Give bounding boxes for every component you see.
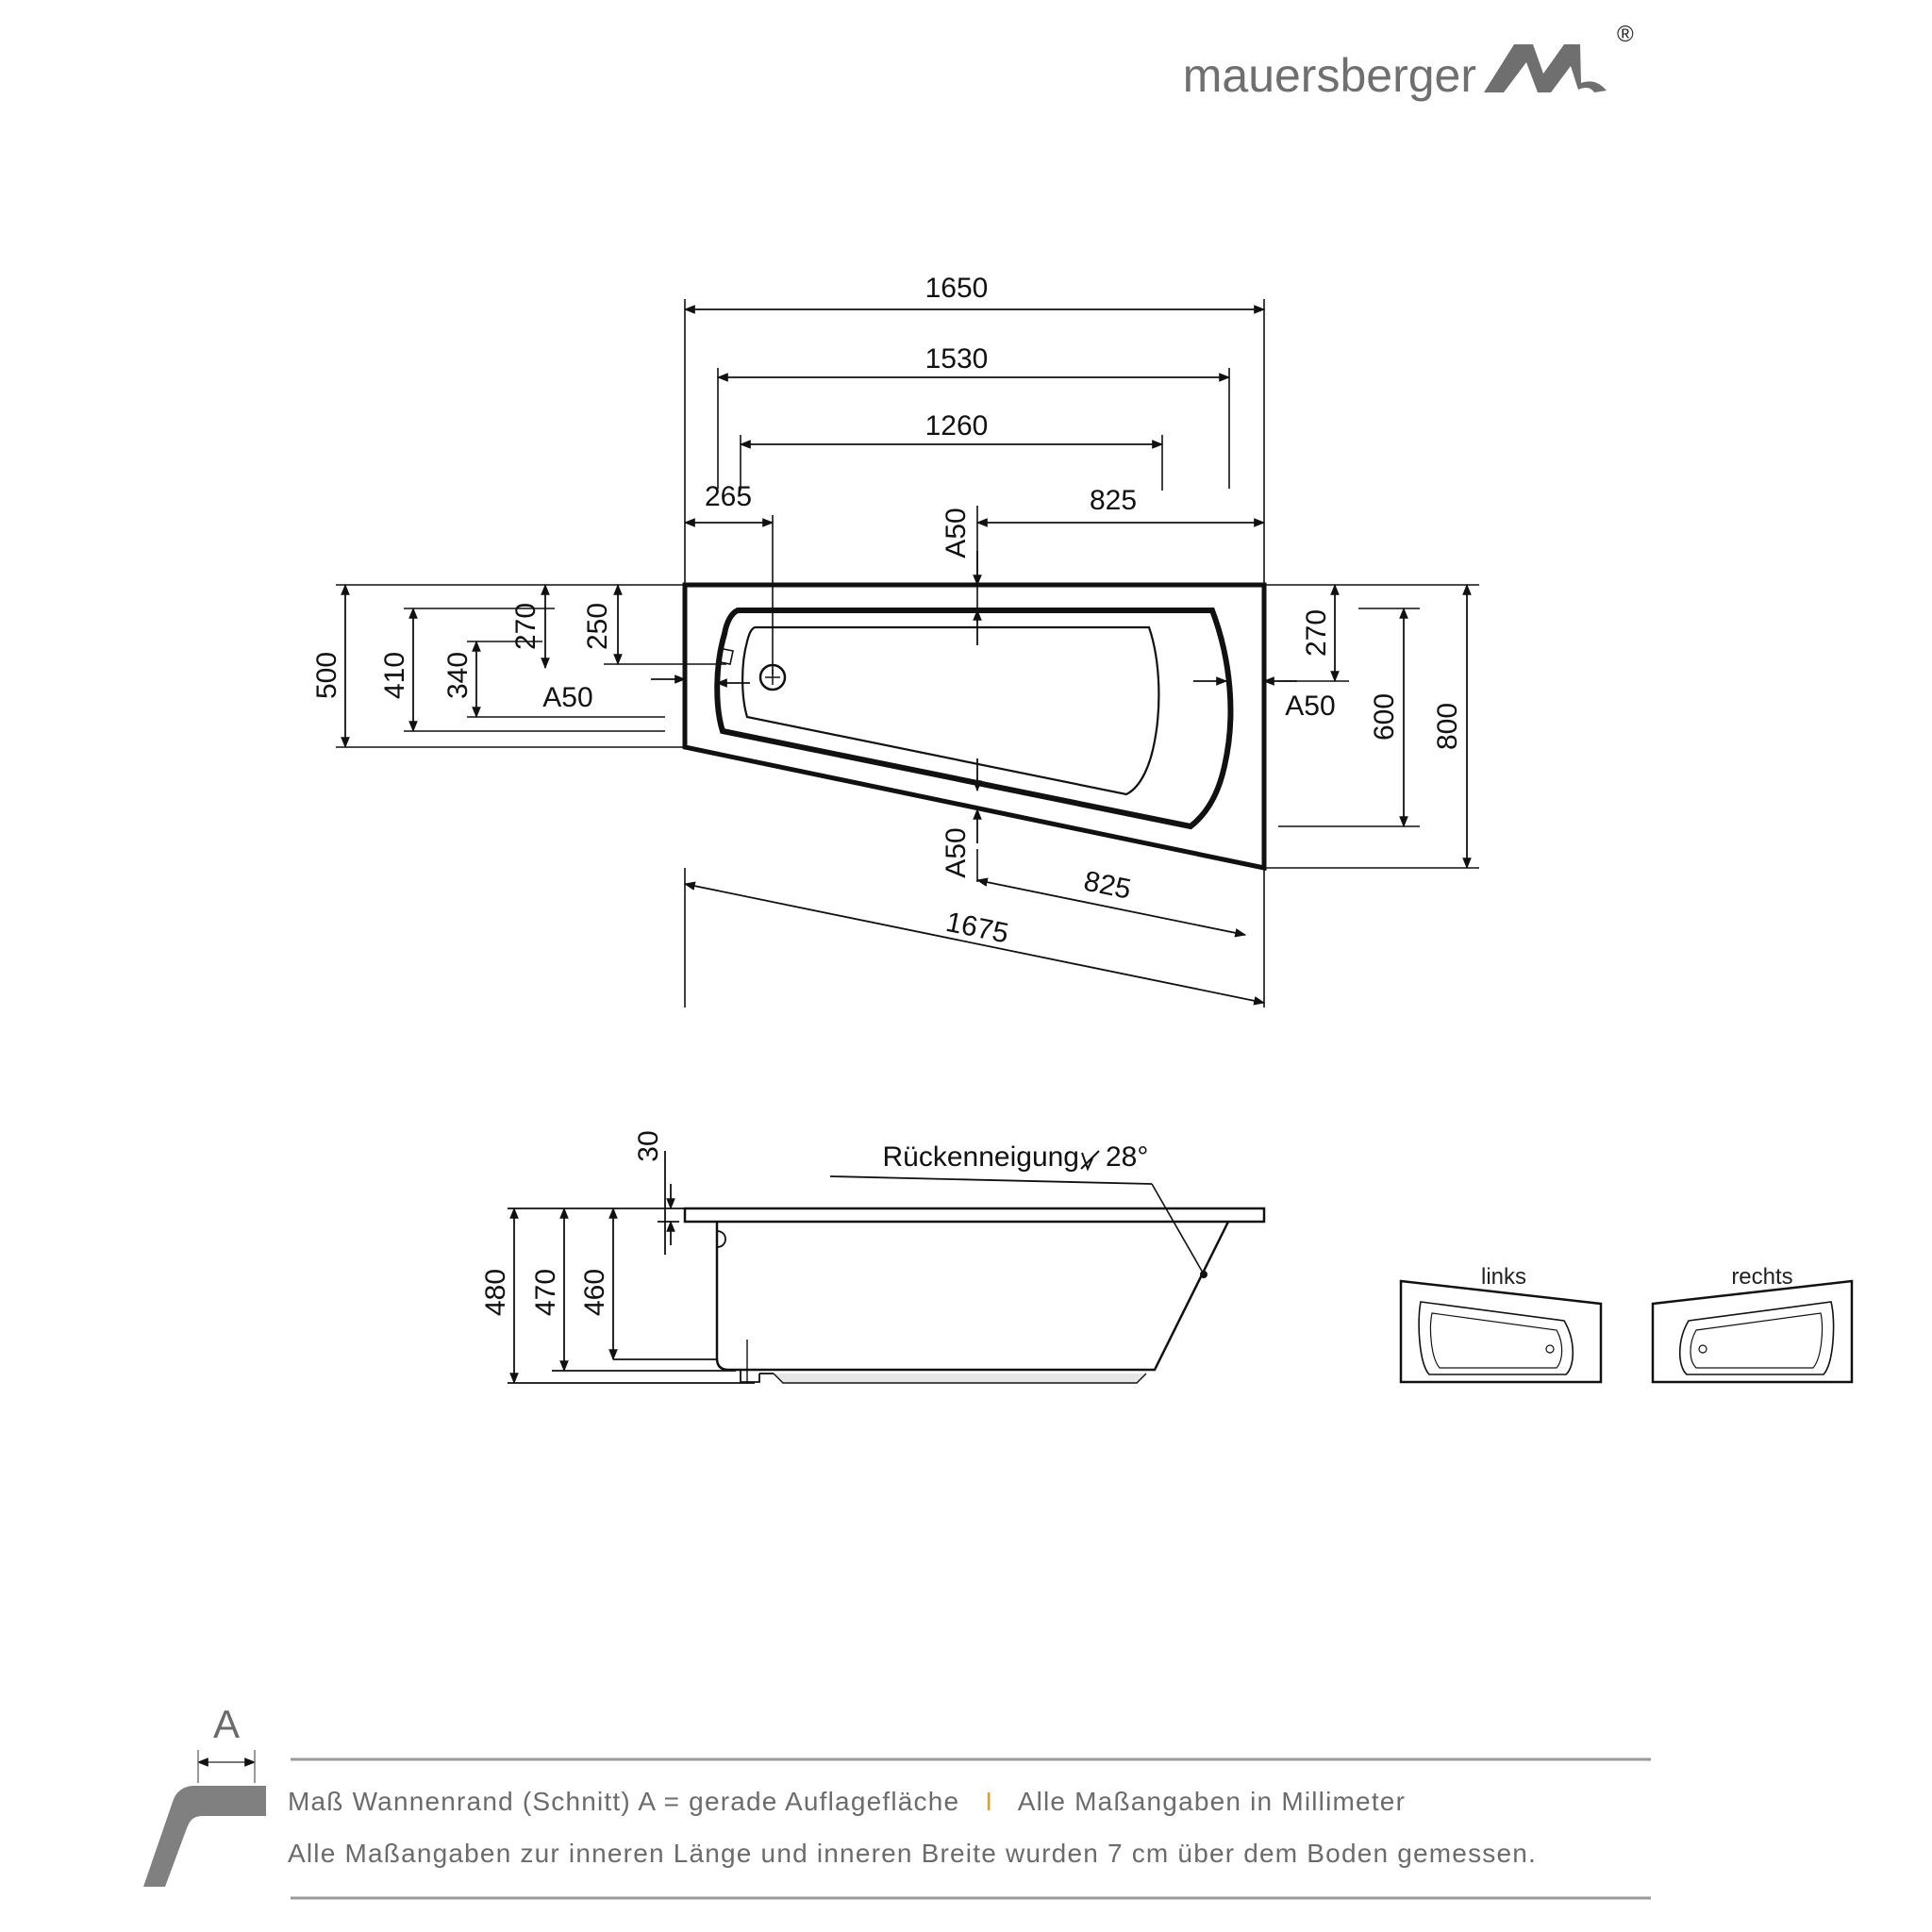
side-rim [683,1207,1266,1224]
a50-top-label: A50 [941,508,972,558]
back-slope-angle: 28° [1106,1141,1148,1173]
brand-m-icon [1484,44,1607,92]
top-view [336,299,1479,1008]
rim-profile-legend: A [143,1702,266,1887]
side-extension-lines [508,1151,1153,1384]
tub-inner-rim [714,608,1234,830]
dim-600-label: 600 [1369,693,1400,741]
side-overflow-bump [716,1230,726,1248]
dim-410-label: 410 [379,652,410,699]
footer-line2: Alle Maßangaben zur inneren Länge und in… [288,1839,1537,1868]
variant-links-outline [1399,1279,1603,1384]
dim-500-label: 500 [311,652,342,699]
drain-icon [758,663,787,691]
dim-470-label: 470 [530,1269,561,1316]
footer-line1-part1: Maß Wannenrand (Schnitt) A = gerade Aufl… [288,1787,959,1816]
side-feet [773,1373,1147,1384]
side-view [508,1150,1266,1385]
dim-460-label: 460 [579,1269,610,1316]
footer-line1-part2: Alle Maßangaben in Millimeter [1018,1787,1406,1816]
a50-left-label: A50 [542,682,592,713]
dim-340-label: 340 [442,652,474,699]
a50-bottom-label: A50 [941,827,972,877]
dim-1675-label: 1675 [943,907,1011,950]
footer-separator: I [985,1787,993,1816]
dim-30-label: 30 [633,1130,664,1161]
legend-a-label: A [213,1702,240,1746]
dim-825-top-label: 825 [1090,485,1137,516]
side-drain-trap [740,1370,760,1383]
tub-outer-rim [682,582,1267,872]
side-body [715,1221,1230,1372]
side-view-labels: 30 480 470 460 Rückenneigung 28° [480,1130,1148,1316]
top-view-labels: 1650 1530 1260 265 825 825 1675 A50 A50 … [311,273,1463,950]
dim-265-label: 265 [705,481,752,512]
angle-icon [1080,1150,1100,1172]
back-slope-label: Rückenneigung [883,1141,1080,1173]
a50-right-label: A50 [1285,691,1335,722]
dim-1530-label: 1530 [925,343,989,375]
variant-links [1399,1279,1603,1384]
brand-logo: mauersberger ® [1183,22,1634,102]
overflow-icon [720,648,734,665]
variant-rechts-label: rechts [1731,1264,1792,1290]
tub-basin [741,625,1160,796]
dim-1675-line [683,881,1266,1006]
slope-leader-line [1151,1183,1204,1274]
dim-800-label: 800 [1432,703,1463,750]
dim-1650-label: 1650 [925,273,989,304]
dim-480-label: 480 [480,1269,511,1316]
dim-270-left-label: 270 [510,603,541,650]
dim-825-bottom-label: 825 [1081,866,1134,906]
variant-links-label: links [1481,1264,1526,1290]
footer-line1: Maß Wannenrand (Schnitt) A = gerade Aufl… [288,1787,1406,1816]
dim-250-label: 250 [582,603,613,650]
dim-1260-label: 1260 [925,410,989,441]
dim-270-right-label: 270 [1301,609,1332,657]
variant-rechts-outline [1651,1279,1854,1384]
registered-mark: ® [1617,22,1634,47]
rim-profile-icon [143,1786,266,1887]
variant-rechts [1651,1279,1854,1384]
brand-name: mauersberger [1183,49,1476,102]
